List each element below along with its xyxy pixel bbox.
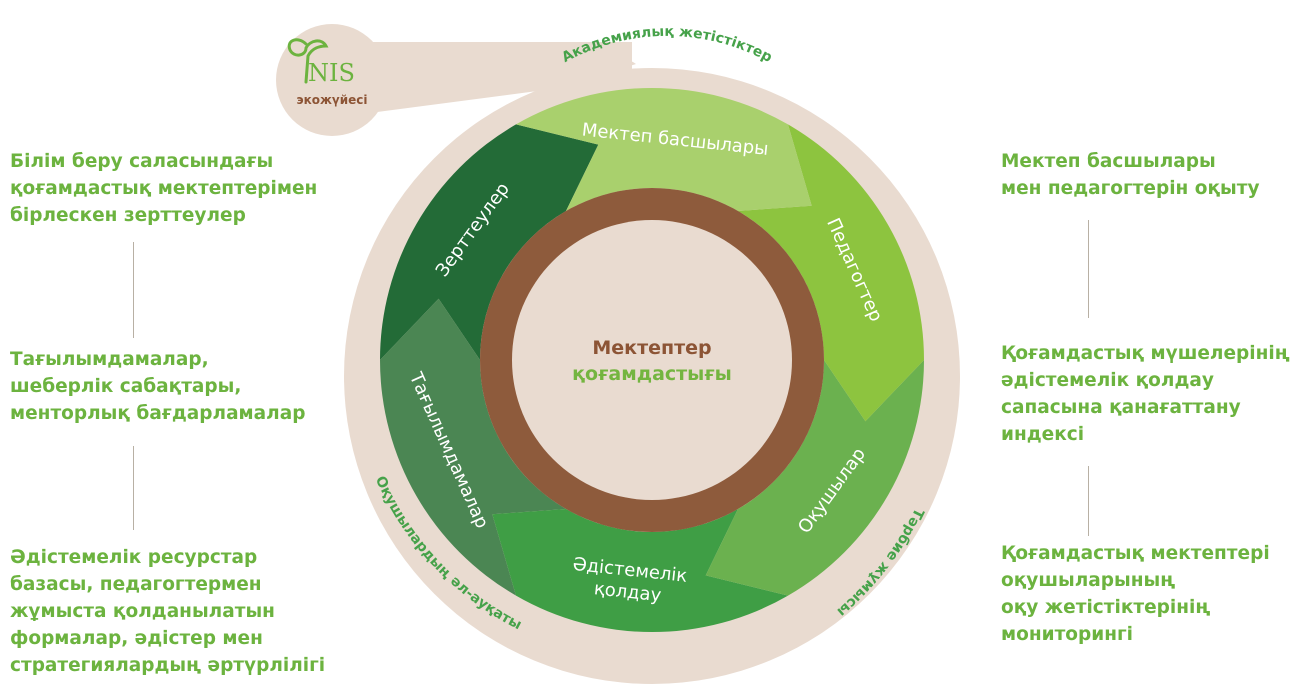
- segment-internships: [379, 298, 566, 596]
- leaf-icon: [287, 38, 329, 84]
- nis-logo: NIS экожүйесі: [276, 24, 388, 136]
- right-connector-2: [1088, 466, 1089, 536]
- left-text-internships: Тағылымдамалар, шеберлік сабақтары, мент…: [10, 349, 306, 424]
- left-connector-2: [133, 446, 134, 530]
- left-connector-1: [133, 242, 134, 338]
- center-subtitle: қоғамдастығы: [572, 363, 732, 385]
- logo-brand: NIS: [308, 59, 355, 87]
- segment-school-leaders: [516, 87, 812, 211]
- right-text-satisfaction: Қоғамдастық мүшелерінің әдістемелік қолд…: [1001, 343, 1290, 445]
- right-text-training: Мектеп басшылары мен педагогтерін оқыту: [1001, 151, 1260, 199]
- segment-students: [705, 360, 924, 596]
- logo-subtitle: экожүйесі: [296, 93, 367, 107]
- segment-research: [380, 124, 599, 361]
- left-text-resources: Әдістемелік ресурстар базасы, педагогтер…: [10, 547, 326, 676]
- segment-methodical-support: [492, 509, 788, 633]
- segment-teachers: [738, 124, 925, 422]
- hub-inner: [512, 220, 792, 500]
- left-text-research: Білім беру саласындағы қоғамдастық мекте…: [10, 151, 318, 226]
- right-text-monitoring: Қоғамдастық мектептері оқушыларының оқу …: [1001, 543, 1270, 645]
- center-title: Мектептер: [592, 337, 711, 359]
- segment-ring: Мектеп басшыларыПедагогтерОқушыларӘдісте…: [379, 87, 925, 633]
- right-connector-1: [1088, 220, 1089, 318]
